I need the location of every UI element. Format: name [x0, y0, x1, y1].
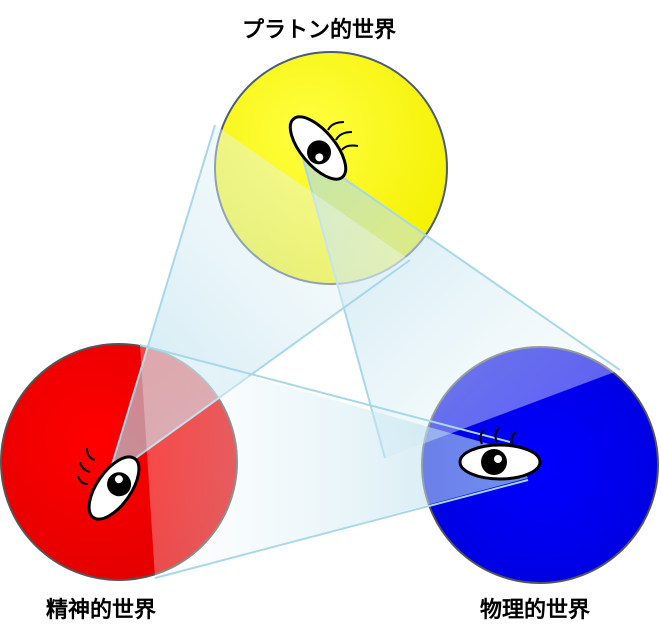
beam-edge	[154, 479, 529, 579]
beam-edge	[299, 147, 621, 371]
platonic-world-label: プラトン的世界	[242, 18, 397, 43]
mental-world-label: 精神的世界	[46, 598, 157, 623]
beam-edge	[139, 344, 511, 443]
physical-world-label: 物理的世界	[480, 598, 591, 623]
beam-edge	[107, 124, 216, 479]
eyelash-icon	[479, 427, 517, 445]
eyelash-icon	[77, 447, 96, 485]
eye-icon	[87, 455, 141, 521]
eye-icon	[288, 115, 348, 181]
eye-icon	[458, 443, 542, 481]
beam-platonic-to-physical	[300, 148, 620, 458]
eyelash-icon	[327, 121, 359, 151]
beam-physical-to-mental	[140, 345, 528, 578]
